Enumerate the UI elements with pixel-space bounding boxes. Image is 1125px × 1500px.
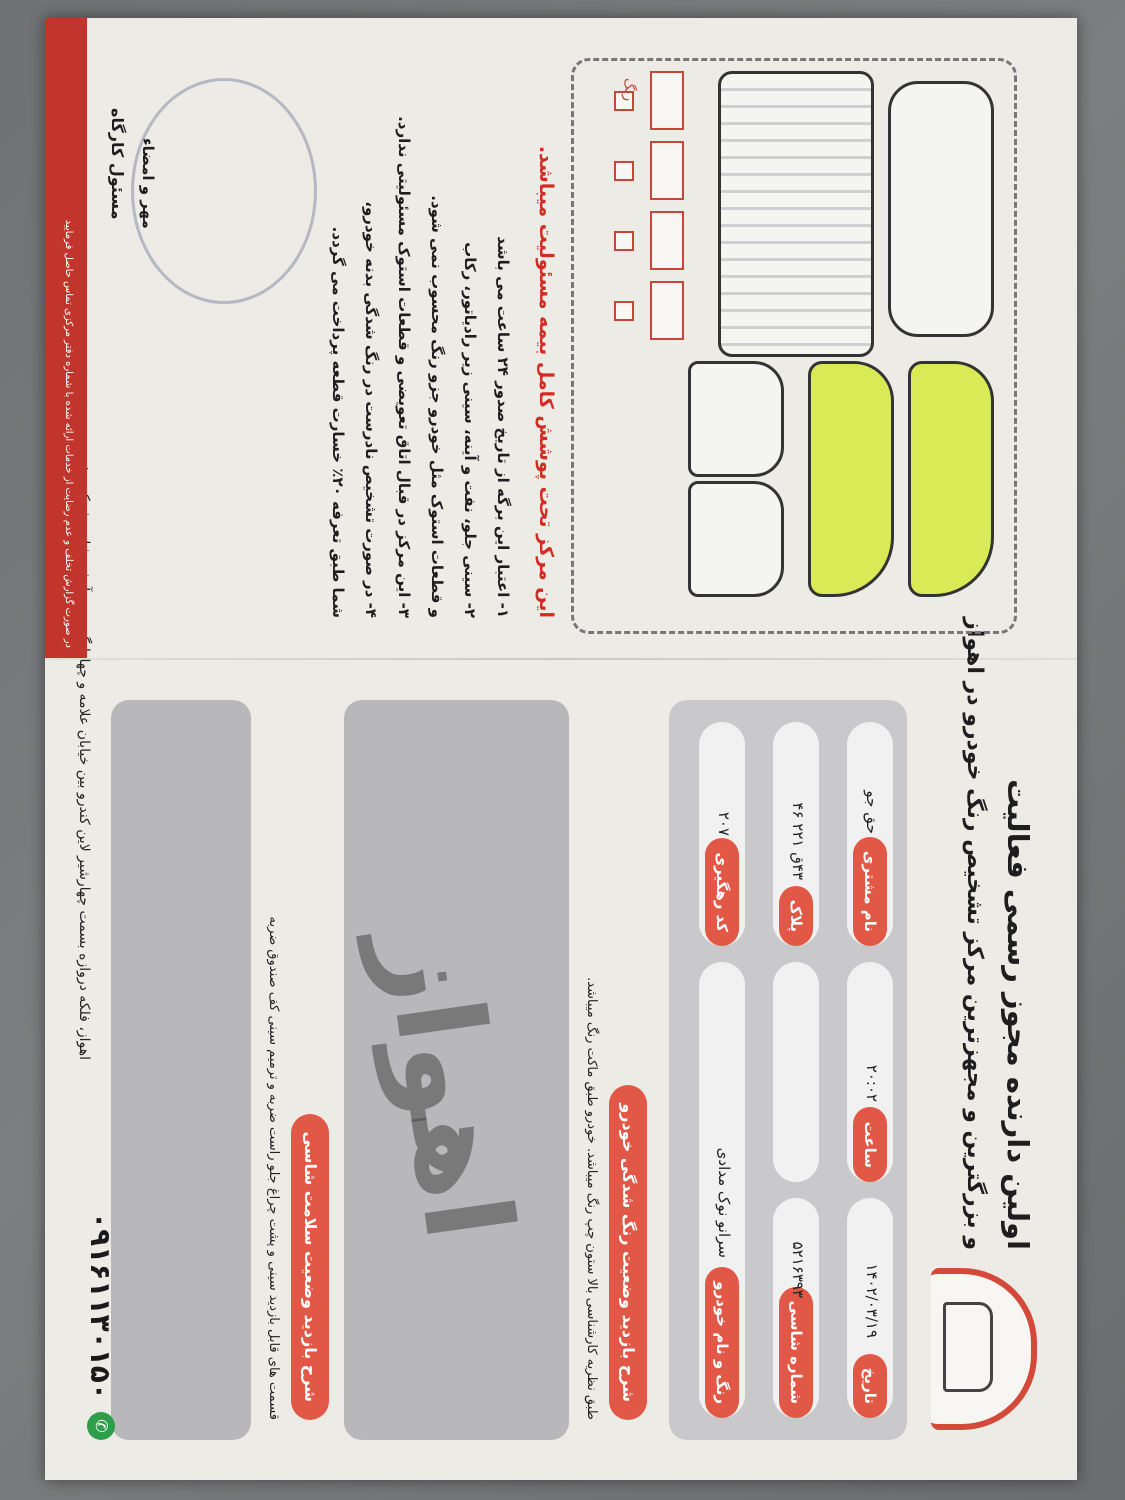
car-label: رنگ و نام خودرو xyxy=(705,1267,739,1418)
car-side-view-icon xyxy=(808,361,894,597)
time-field: ساعت ۲۰:۰۲ xyxy=(847,962,893,1182)
term-item-1: ۱- اعتبار این برگه از تاریخ صدور ۲۴ ساعت… xyxy=(494,236,512,618)
page-title: اولین دارنده مجوز رسمی فعالیت xyxy=(1001,779,1035,1250)
chassis-label: شماره شاسی xyxy=(779,1286,813,1418)
date-field: تاریخ ۱۴۰۲/۰۳/۱۹ xyxy=(847,1198,893,1418)
tracking-label: کد رهگیری xyxy=(705,838,739,946)
chassis-section-note: قسمت های قابل بازدید سینی و پشت چراغ جلو… xyxy=(266,916,281,1420)
legend-box xyxy=(650,281,684,340)
brand-logo xyxy=(931,1268,1037,1430)
legend-box xyxy=(650,141,684,200)
legend-checkbox[interactable] xyxy=(614,301,634,321)
term-item-5: ۴- در صورت تشخیص نادرست در رنگ شدگی بدنه… xyxy=(362,201,380,618)
paint-section-title: شرح بازدید وضعیت رنگ شدگی خودرو xyxy=(609,1085,647,1420)
form-row-2: شماره شاسی ۵۲۱۶۳۹۳ پلاک ۴۳ق ۲۲۱ ۴۶ xyxy=(773,722,819,1418)
plate-value: ۴۳ق ۲۲۱ ۴۶ xyxy=(789,802,807,880)
term-item-6: شما طبق تعرفه ۲۰٪ خسارت قطعه پرداخت می گ… xyxy=(329,226,347,618)
chassis-value: ۵۲۱۶۳۹۳ xyxy=(789,1241,807,1298)
chassis-notes-box xyxy=(111,700,251,1440)
page-subtitle: و بزرگترین و مجهزترین مرکز تشخیص رنگ خود… xyxy=(962,617,987,1250)
car-logo-icon xyxy=(943,1302,993,1392)
car-top-view-icon xyxy=(888,81,994,337)
plate-field: پلاک ۴۳ق ۲۲۱ ۴۶ xyxy=(773,722,819,946)
car-front-view-icon xyxy=(688,481,784,597)
term-item-2: ۲- سینی جلو، نفت و آینه، سینی زیر رادیات… xyxy=(461,242,479,618)
info-form: تاریخ ۱۴۰۲/۰۳/۱۹ ساعت ۲۰:۰۲ نام مشتری حق… xyxy=(669,700,907,1440)
time-value: ۲۰:۰۲ xyxy=(863,1064,881,1102)
date-value: ۱۴۰۲/۰۳/۱۹ xyxy=(863,1263,881,1338)
legend-box xyxy=(650,71,684,130)
customer-field: نام مشتری حق جو xyxy=(847,722,893,946)
terms-panel: رنگ این مرکز تحت پوشش کامل بیمه مسئولیت … xyxy=(45,18,1077,658)
paint-section-note: طبق نظریه کارشناسی بالا ستون چپ رنگ میبا… xyxy=(584,977,599,1420)
car-field: رنگ و نام خودرو سرانو نوک مدادی xyxy=(699,962,745,1418)
tracking-value: ۲۰۷ xyxy=(715,811,733,836)
legend-box xyxy=(650,211,684,270)
chassis-diagram-icon xyxy=(718,71,874,357)
car-rear-view-icon xyxy=(688,361,784,477)
empty-field xyxy=(773,962,819,1182)
signature-label: مهر و امضاء xyxy=(139,138,157,229)
legend-checkbox[interactable] xyxy=(614,231,634,251)
phone-number[interactable]: ۰۹۱۶۱۱۳۰۱۵۰ xyxy=(84,1212,117,1400)
manager-label: مسئول کارگاه xyxy=(108,108,127,220)
chassis-field: شماره شاسی ۵۲۱۶۳۹۳ xyxy=(773,1198,819,1418)
form-panel: اولین دارنده مجوز رسمی فعالیت و بزرگترین… xyxy=(45,451,1077,1480)
car-side-view-icon xyxy=(908,361,994,597)
stamp-seal xyxy=(131,78,317,304)
form-row-3: رنگ و نام خودرو سرانو نوک مدادی کد رهگیر… xyxy=(699,722,745,1418)
term-item-4: ۳- این مرکز در قبال اتاق تعویضی و قطعات … xyxy=(395,116,413,618)
rotated-brochure: اولین دارنده مجوز رسمی فعالیت و بزرگترین… xyxy=(45,18,1077,1480)
tracking-field: کد رهگیری ۲۰۷ xyxy=(699,722,745,946)
footer-banner: در صورت گزارش تخلف و عدم رضایت از خدمات … xyxy=(45,18,87,658)
legend-checkbox[interactable] xyxy=(614,161,634,181)
document-sheet: اولین دارنده مجوز رسمی فعالیت و بزرگترین… xyxy=(45,18,1077,1480)
color-legend-label: رنگ xyxy=(621,78,637,102)
plate-label: پلاک xyxy=(779,885,813,946)
time-label: ساعت xyxy=(853,1107,887,1182)
customer-value: حق جو xyxy=(863,790,881,834)
insurance-notice: این مرکز تحت پوشش کامل بیمه مسئولیت میبا… xyxy=(535,145,557,618)
customer-label: نام مشتری xyxy=(853,836,887,946)
phone-icon: ✆ xyxy=(87,1412,115,1440)
chassis-section-title: شرح بازدید وضعیت سلامت شاسی xyxy=(291,1113,329,1420)
car-value: سرانو نوک مدادی xyxy=(715,1147,733,1258)
date-label: تاریخ xyxy=(853,1353,887,1418)
form-row-1: تاریخ ۱۴۰۲/۰۳/۱۹ ساعت ۲۰:۰۲ نام مشتری حق… xyxy=(847,722,893,1418)
car-diagram-frame xyxy=(571,58,1017,634)
footer-note: در صورت گزارش تخلف و عدم رضایت از خدمات … xyxy=(63,219,74,648)
term-item-3: و قطعات استوک مثل خودرو جزو رنگ محسوب نم… xyxy=(428,195,446,618)
